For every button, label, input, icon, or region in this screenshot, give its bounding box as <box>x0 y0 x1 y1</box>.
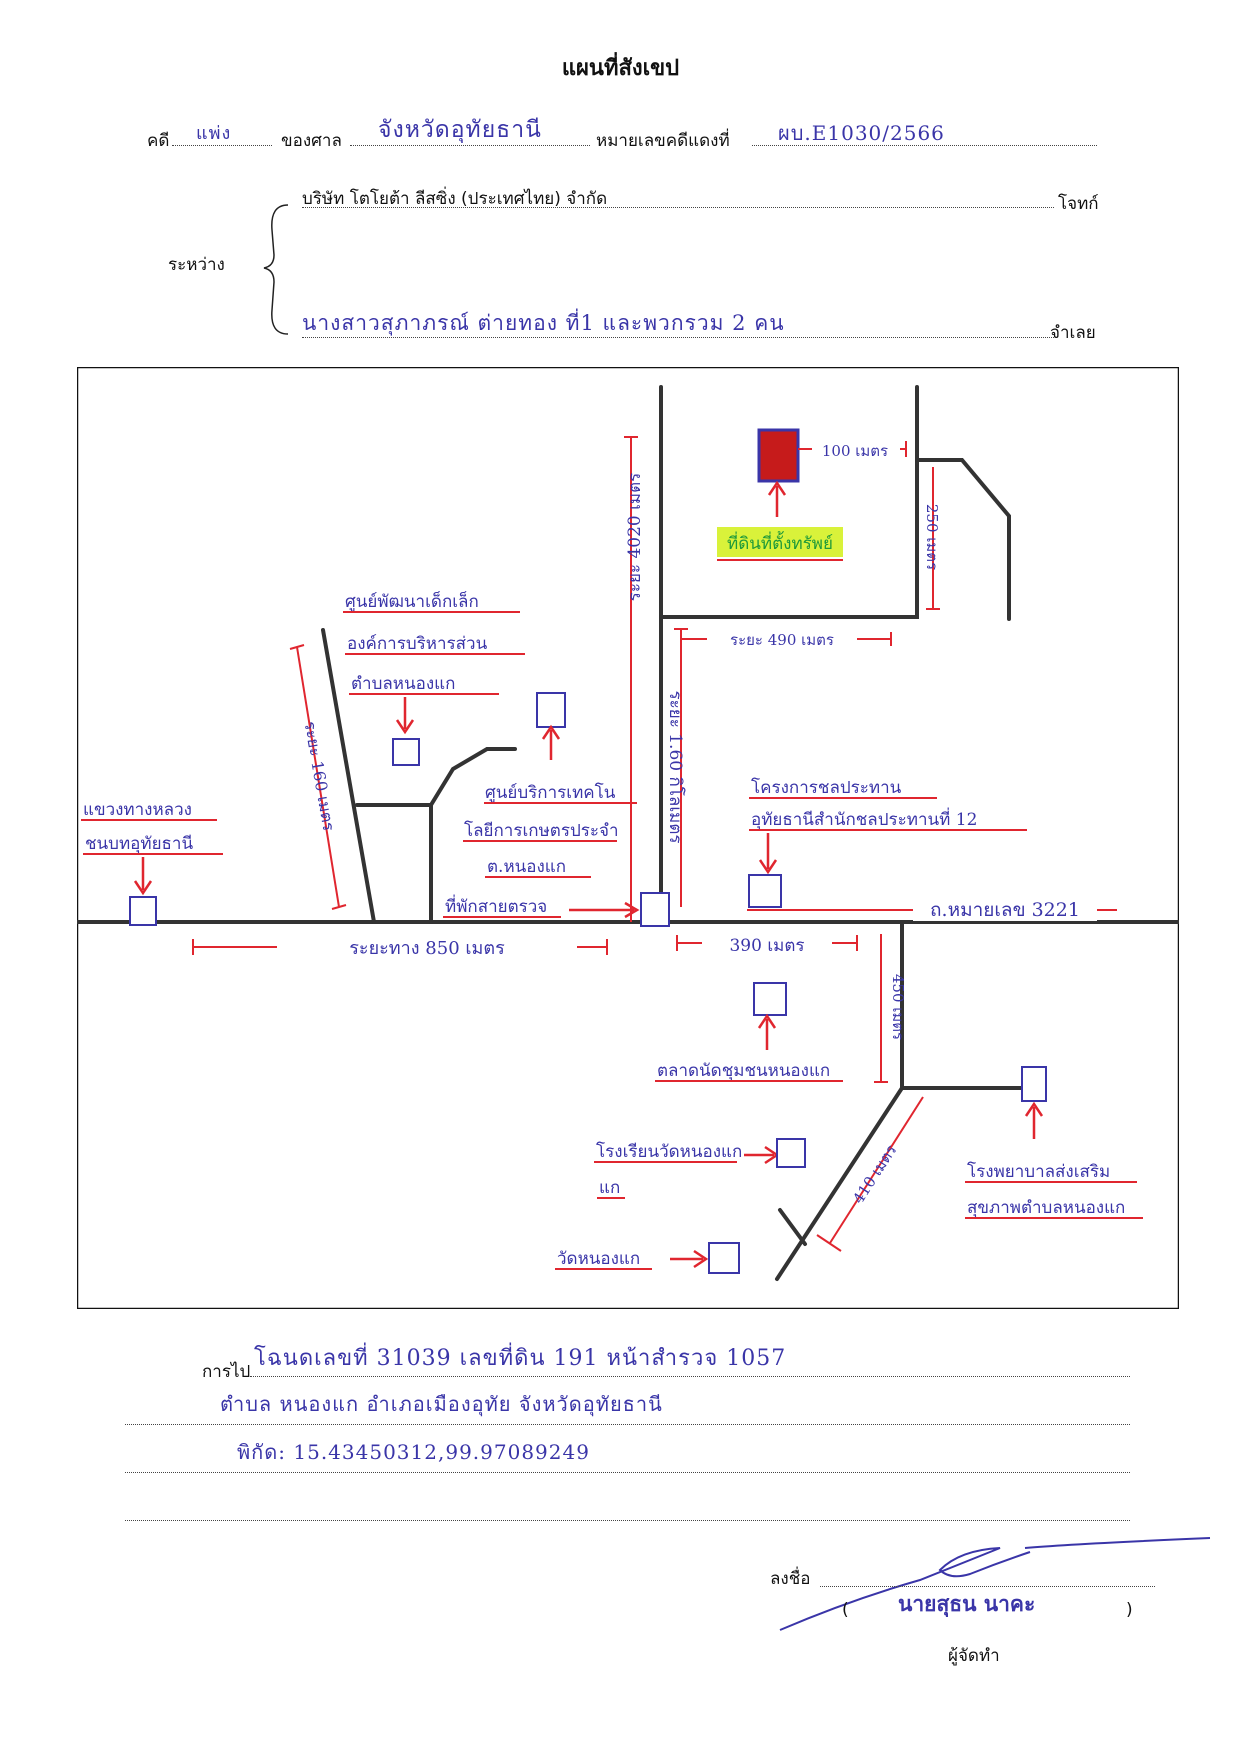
road-name: ถ.หมายเลข 3221 <box>930 899 1080 921</box>
property-arrow <box>767 480 787 517</box>
plaintiff-field: บริษัท โตโยต้า ลีสซิ่ง (ประเทศไทย) จำกัด <box>302 185 1054 209</box>
school-label-1: โรงเรียนวัดหนองแก <box>596 1141 742 1162</box>
distance-4020: ระยะ 4020 เมตร <box>625 473 645 602</box>
checkpoint-building-icon <box>640 892 670 927</box>
school-label-2: แก <box>599 1178 620 1198</box>
branch-road-north <box>659 385 919 619</box>
agri-building-icon <box>536 692 566 728</box>
market-building-icon <box>753 982 787 1016</box>
signer-close-paren: ) <box>1126 1600 1133 1620</box>
map-frame <box>77 367 1179 1309</box>
school-building-icon <box>776 1138 806 1168</box>
temple-road <box>775 1086 904 1281</box>
handwritten-signature <box>779 1537 1211 1631</box>
irrigation-label-2: อุทัยธานีสำนักชลประทานที่ 12 <box>751 807 977 830</box>
hospital-building-icon <box>1021 1066 1047 1102</box>
distance-850: ระยะทาง 850 เมตร <box>349 938 505 959</box>
hospital-label-1: โรงพยาบาลส่งเสริม <box>967 1161 1110 1182</box>
childcare-label-3: ตำบลหนองแก <box>351 674 455 694</box>
defendant-name: นางสาวสุภาภรณ์ ต่ายทอง ที่1 และพวกรวม 2 … <box>302 311 785 335</box>
irrigation-building-icon <box>748 874 782 908</box>
temple-building-icon <box>708 1242 740 1274</box>
childcare-label-1: ศูนย์พัฒนาเด็กเล็ก <box>345 590 479 612</box>
court-name: จังหวัดอุทัยธานี <box>378 117 542 143</box>
red-number: ผบ.E1030/2566 <box>778 121 945 145</box>
court-label: ของศาล <box>281 131 342 151</box>
page-title: แผนที่สังเขป <box>561 56 680 81</box>
defendant-label: จำเลย <box>1050 323 1096 343</box>
court-field: จังหวัดอุทัยธานี <box>350 112 590 146</box>
highways-label-2: ชนบทอุทัยธานี <box>85 834 193 854</box>
agri-road <box>429 747 517 924</box>
property-access-road <box>915 458 1011 621</box>
case-label: คดี <box>147 131 170 151</box>
childcare-building-icon <box>392 738 420 766</box>
sign-line <box>820 1566 1155 1587</box>
childcare-road <box>321 628 376 924</box>
red-number-label: หมายเลขคดีแดงที่ <box>596 131 730 151</box>
highways-building-icon <box>129 896 157 926</box>
temple-spur <box>778 1208 807 1246</box>
party-brace <box>263 204 289 335</box>
plaintiff-label: โจทก์ <box>1058 194 1099 214</box>
red-number-field: ผบ.E1030/2566 <box>752 117 1097 146</box>
road-network <box>77 385 1179 1281</box>
route-location: ตำบล หนองแก อำเภอเมืองอุทัย จังหวัดอุทัย… <box>220 1392 663 1416</box>
temple-label: วัดหนองแก <box>557 1249 640 1269</box>
agri-label-3: ต.หนองแก <box>487 857 566 877</box>
signer-open-paren: ( <box>842 1600 849 1620</box>
distance-100: 100 เมตร <box>822 442 888 460</box>
property-label: ที่ดินที่ตั้งทรัพย์ <box>727 531 833 554</box>
agri-label-2: โลยีการเกษตรประจำ <box>464 820 619 841</box>
property-highlight <box>717 527 843 557</box>
defendant-field: นางสาวสุภาภรณ์ ต่ายทอง ที่1 และพวกรวม 2 … <box>302 307 1054 338</box>
route-label: การไป <box>202 1362 251 1382</box>
distance-450: 450 เมตร <box>889 974 907 1040</box>
childcare-label-2: องค์การบริหารส่วน <box>347 634 488 654</box>
distance-490: ระยะ 490 เมตร <box>730 631 834 649</box>
route-line-4 <box>125 1484 1130 1521</box>
route-line-2: ตำบล หนองแก อำเภอเมืองอุทัย จังหวัดอุทัย… <box>125 1388 1130 1425</box>
route-deed: โฉนดเลขที่ 31039 เลขที่ดิน 191 หน้าสำรวจ… <box>254 1346 787 1371</box>
signer-name: นายสุธน นาคะ <box>898 1592 1036 1616</box>
property-marker-icon <box>757 428 800 483</box>
route-line-3: พิกัด: 15.43450312,99.97089249 <box>125 1436 1130 1473</box>
case-type: แพ่ง <box>196 123 232 144</box>
agri-label-1: ศูนย์บริการเทคโน <box>485 782 616 803</box>
irrigation-label-1: โครงการชลประทาน <box>751 777 902 798</box>
plaintiff-name: บริษัท โตโยต้า ลีสซิ่ง (ประเทศไทย) จำกัด <box>302 189 608 209</box>
signer-role: ผู้จัดทำ <box>948 1646 1000 1666</box>
market-label: ตลาดนัดชุมชนหนองแก <box>657 1061 830 1081</box>
sign-label: ลงชื่อ <box>770 1569 811 1589</box>
between-label: ระหว่าง <box>168 255 225 275</box>
hospital-label-2: สุขภาพตำบลหนองแก <box>967 1198 1125 1218</box>
distance-1-6km: ระยะ 1.60 กิโลเมตร <box>665 690 686 843</box>
checkpoint-label: ที่พักสายตรวจ <box>445 894 547 917</box>
route-line-1: โฉนดเลขที่ 31039 เลขที่ดิน 191 หน้าสำรวจ… <box>250 1340 1130 1377</box>
distance-250: 250 เมตร <box>923 504 941 570</box>
case-type-field: แพ่ง <box>172 118 272 146</box>
route-coordinates: พิกัด: 15.43450312,99.97089249 <box>237 1440 590 1464</box>
highways-label-1: แขวงทางหลวง <box>83 800 192 820</box>
map: 100 เมตร ที่ดินที่ตั้งทรัพย์ ระยะ 4020 เ… <box>77 367 1179 1309</box>
distance-390: 390 เมตร <box>729 936 804 956</box>
